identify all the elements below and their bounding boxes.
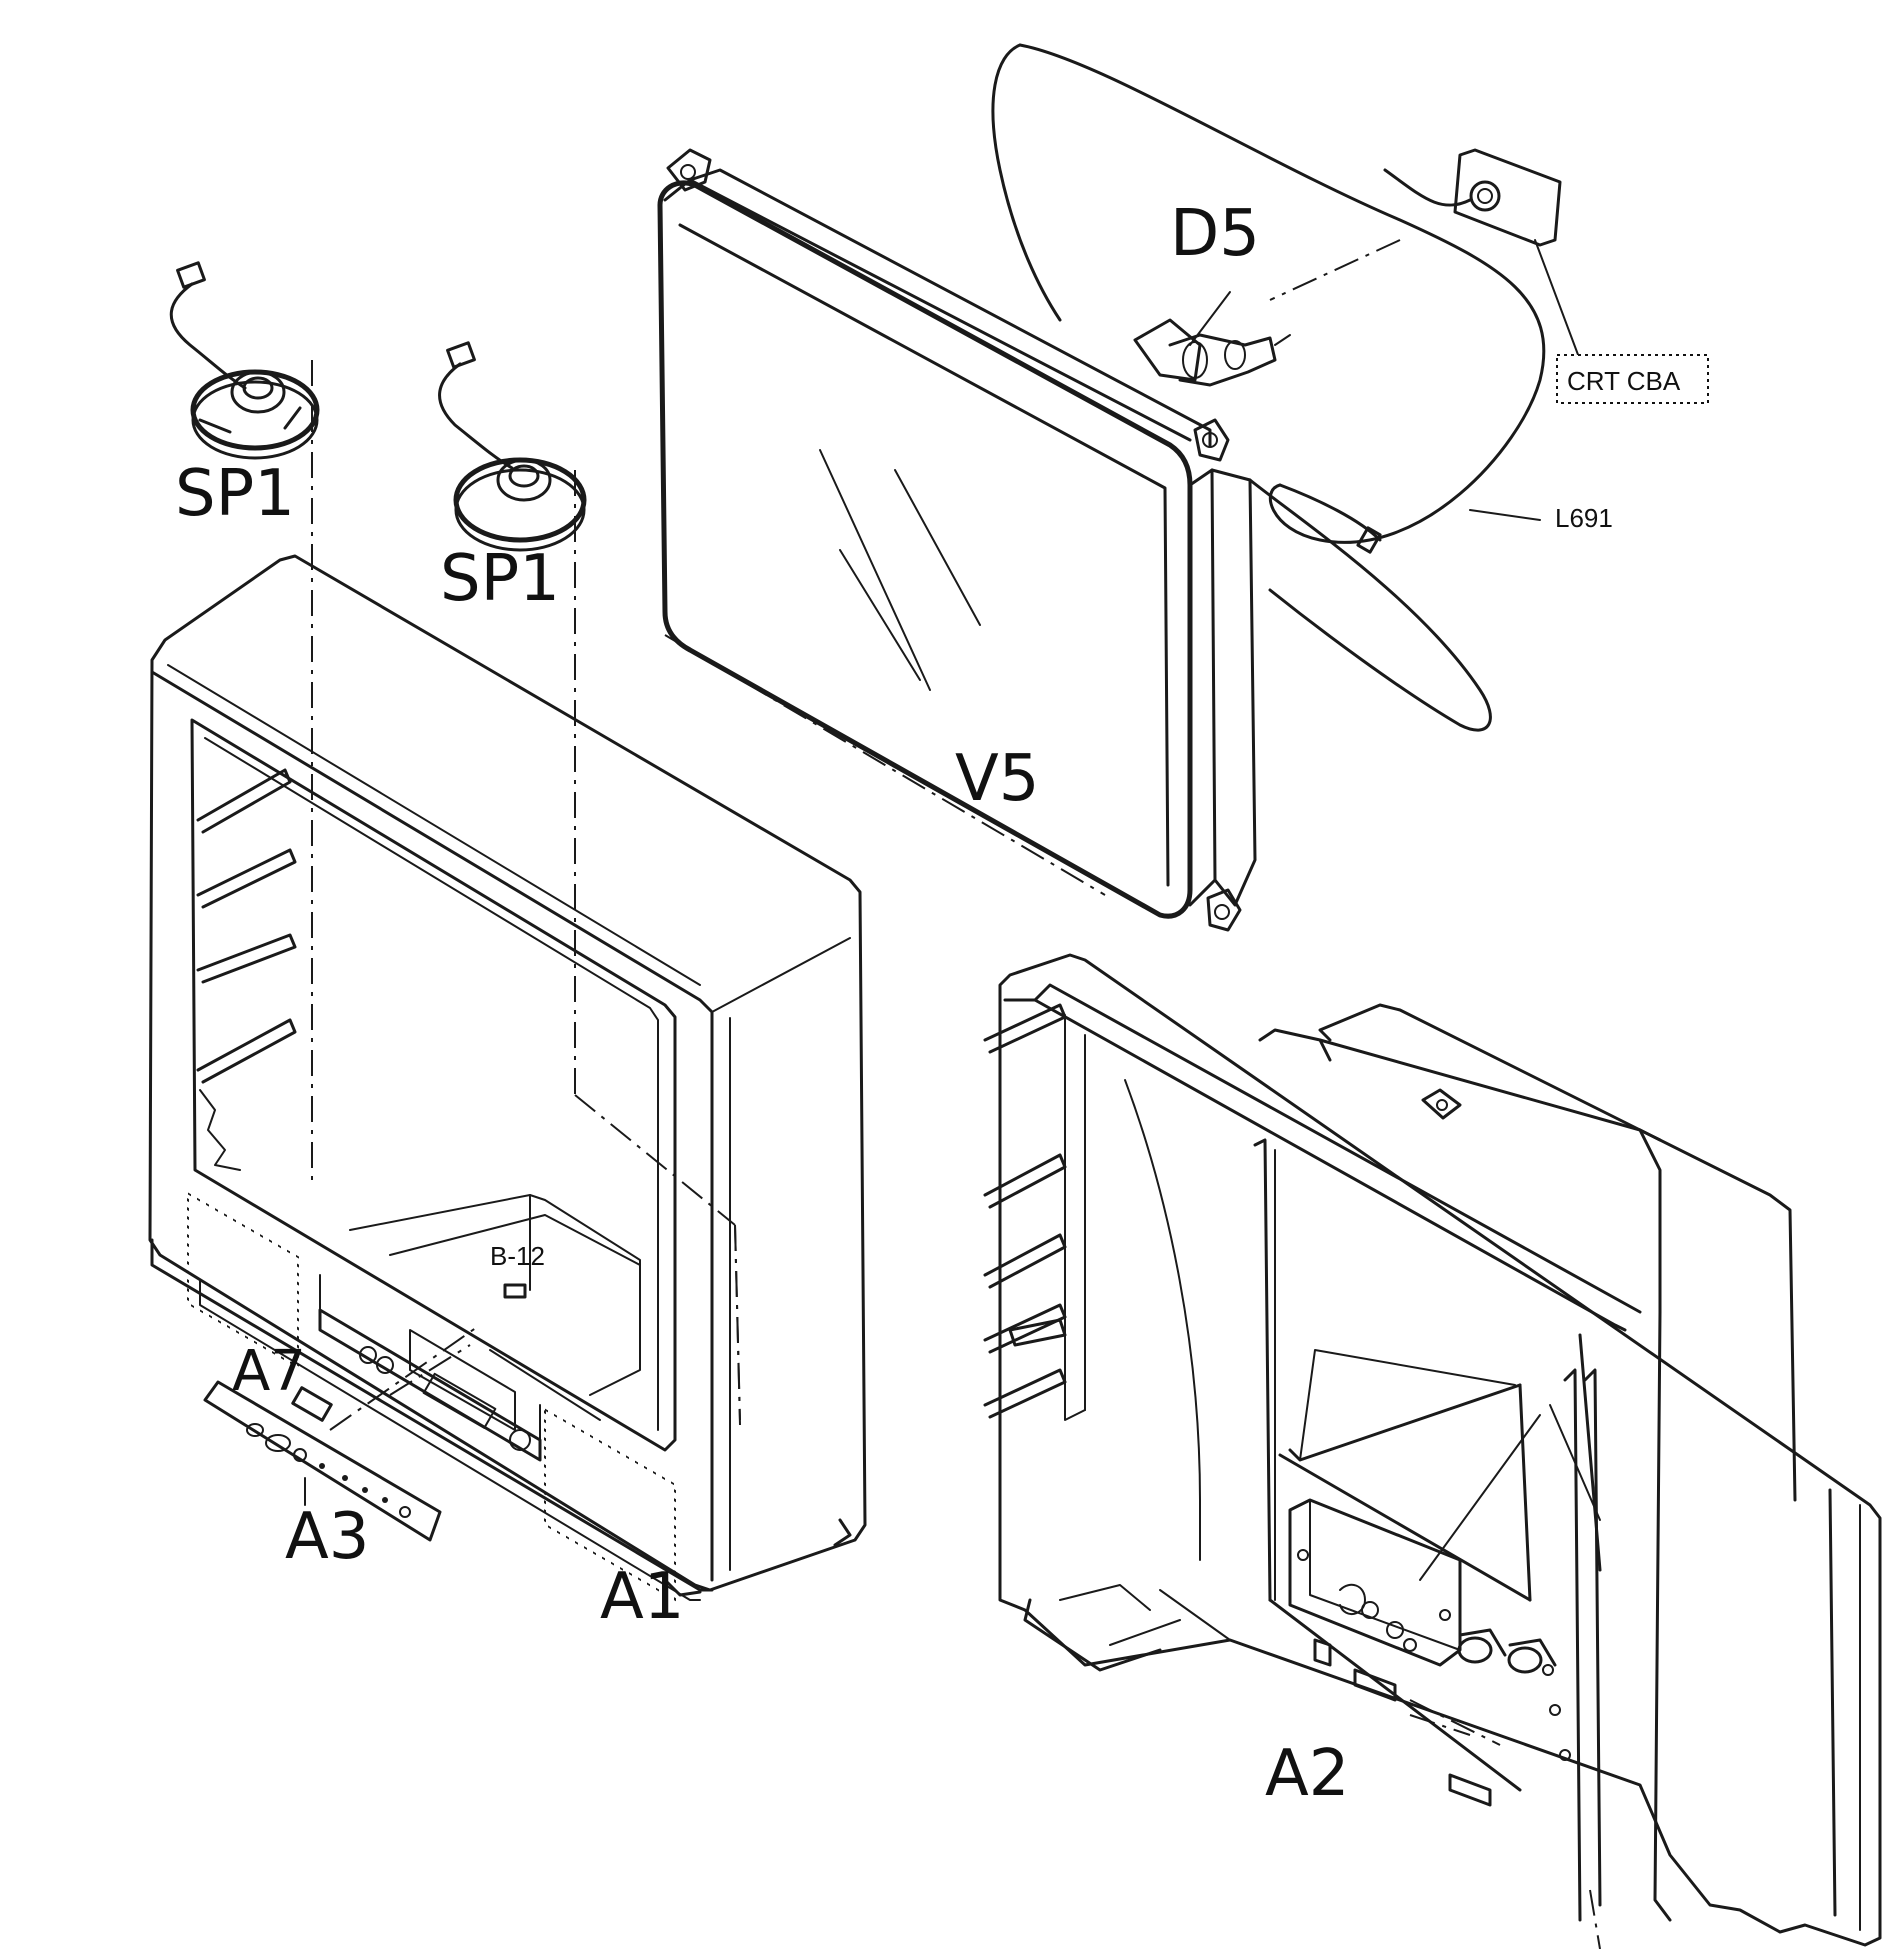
label-a3: A3: [285, 1500, 370, 1574]
picture-tube: [657, 148, 1291, 932]
speaker-left: [169, 261, 320, 460]
back-cover: [983, 953, 1882, 1949]
label-a7: A7: [232, 1339, 306, 1404]
label-b12: B-12: [490, 1241, 545, 1271]
label-v5: V5: [955, 742, 1040, 816]
front-cabinet: [148, 554, 867, 1602]
guide-line-right-2: [574, 1094, 736, 1226]
label-d5: D5: [1170, 197, 1260, 271]
label-l691: L691: [1555, 503, 1613, 533]
degaussing-coil: [991, 43, 1546, 732]
speaker-right: [438, 341, 587, 552]
label-sp1-right: SP1: [440, 542, 560, 616]
control-strip: [203, 1380, 442, 1542]
label-crt-cba: CRT CBA: [1567, 366, 1681, 396]
label-a1: A1: [600, 1560, 685, 1634]
crt-cba-board: [1383, 148, 1581, 361]
label-box-crt-cba: [1556, 354, 1709, 404]
label-a2: A2: [1265, 1737, 1350, 1811]
guide-line-cba: [1269, 239, 1401, 301]
label-sp1-left: SP1: [175, 457, 295, 531]
